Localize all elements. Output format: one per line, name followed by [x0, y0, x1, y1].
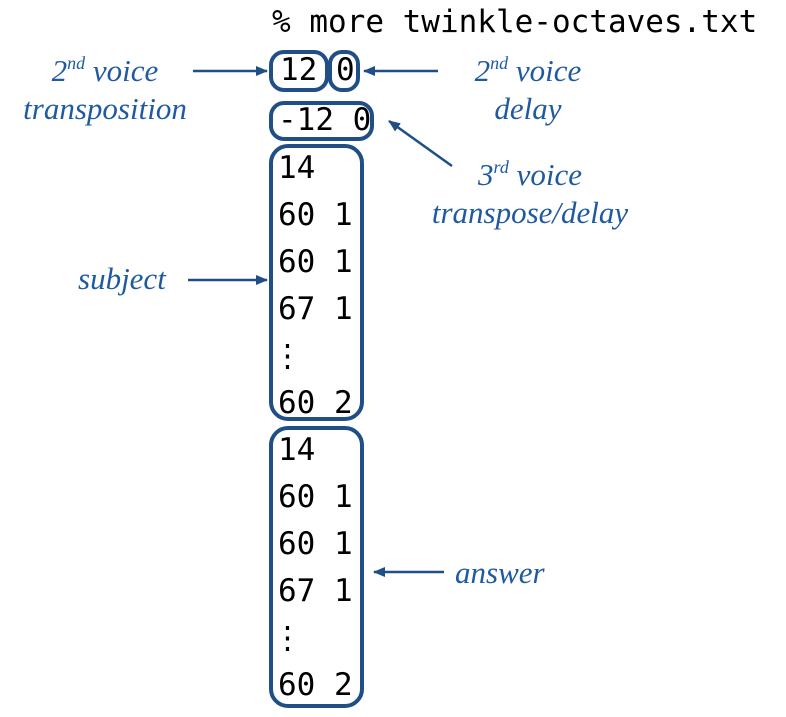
voice2-transposition-value: 12	[280, 52, 318, 88]
voice2-transposition-box	[269, 50, 329, 92]
answer-box	[269, 426, 364, 708]
subject-line: 14	[278, 150, 316, 186]
subject-label: subject	[78, 261, 166, 296]
answer-line: 60 2	[278, 667, 353, 703]
answer-line: 67 1	[278, 573, 353, 609]
voice3-values: -12 0	[278, 102, 372, 138]
subject-line: 60 1	[278, 197, 353, 233]
command-line: % more twinkle-octaves.txt	[272, 4, 758, 40]
answer-label: answer	[455, 555, 545, 590]
voice2-delay-box	[328, 50, 360, 92]
voice3-arrow	[388, 119, 453, 168]
answer-line: 14	[278, 432, 316, 468]
answer-line: 60 1	[278, 526, 353, 562]
subject-line: ⋮	[272, 338, 303, 374]
answer-line: 60 1	[278, 479, 353, 515]
subject-line: 60 1	[278, 244, 353, 280]
subject-line: 67 1	[278, 291, 353, 327]
voice2-delay-label: 2nd voice delay	[474, 53, 582, 126]
voice2-delay-value: 0	[336, 52, 355, 88]
subject-box	[269, 144, 364, 421]
voice3-box	[269, 101, 374, 141]
voice2-transposition-label: 2nd voice transposition	[23, 53, 187, 126]
voice3-label: 3rd voice transpose/delay	[431, 157, 629, 230]
answer-line: ⋮	[272, 620, 303, 656]
subject-line: 60 2	[278, 385, 353, 421]
